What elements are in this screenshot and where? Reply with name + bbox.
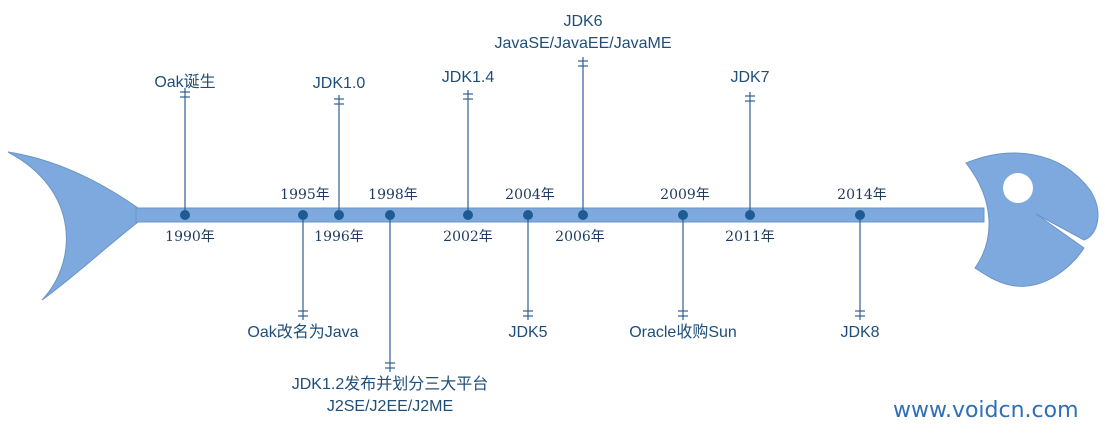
event-description: JDK5 xyxy=(508,324,548,341)
timeline-event-marker xyxy=(385,210,395,372)
event-dot xyxy=(180,210,190,220)
event-description: JavaSE/JavaEE/JavaME xyxy=(494,35,672,52)
event-year-label: 1990年 xyxy=(165,229,215,245)
fish-tail xyxy=(7,151,139,301)
event-description: JDK8 xyxy=(840,324,880,341)
event-description: JDK1.0 xyxy=(312,75,366,92)
timeline-event-marker xyxy=(523,210,533,320)
event-description: J2SE/J2EE/J2ME xyxy=(326,398,454,415)
event-dot xyxy=(678,210,688,220)
event-description: Oak改名为Java xyxy=(247,324,359,341)
timeline-event-marker xyxy=(180,88,190,220)
timeline-event-marker xyxy=(463,90,473,220)
event-year-label: 2006年 xyxy=(555,229,605,245)
event-description: JDK6 xyxy=(563,13,603,30)
event-dot xyxy=(385,210,395,220)
timeline-event-marker xyxy=(578,57,588,220)
event-description: Oracle收购Sun xyxy=(629,324,737,341)
fish-spine xyxy=(135,207,985,223)
event-year-label: 2014年 xyxy=(837,187,887,203)
event-year-label: 1998年 xyxy=(368,187,418,203)
event-dot xyxy=(334,210,344,220)
event-year-label: 2009年 xyxy=(660,187,710,203)
event-dot xyxy=(298,210,308,220)
event-description: JDK7 xyxy=(730,69,770,86)
fish-head xyxy=(965,152,1099,287)
event-year-label: 2002年 xyxy=(443,229,493,245)
event-year-label: 2004年 xyxy=(505,187,555,203)
event-year-label: 1996年 xyxy=(314,229,364,245)
event-description: JDK1.2发布并划分三大平台 xyxy=(291,376,489,393)
event-dot xyxy=(578,210,588,220)
event-dot xyxy=(463,210,473,220)
timeline-event-marker xyxy=(298,210,308,320)
timeline-event-marker xyxy=(678,210,688,320)
fish-eye xyxy=(1003,173,1033,203)
event-description: JDK1.4 xyxy=(441,69,495,86)
event-dot xyxy=(523,210,533,220)
timeline-event-marker xyxy=(855,210,865,320)
timeline-event-marker xyxy=(334,95,344,220)
event-year-label: 2011年 xyxy=(725,229,775,245)
event-dot xyxy=(855,210,865,220)
event-description: Oak诞生 xyxy=(154,74,216,91)
timeline-event-marker xyxy=(745,92,755,220)
event-dot xyxy=(745,210,755,220)
watermark: www.voidcn.com xyxy=(893,398,1079,423)
event-year-label: 1995年 xyxy=(280,187,330,203)
